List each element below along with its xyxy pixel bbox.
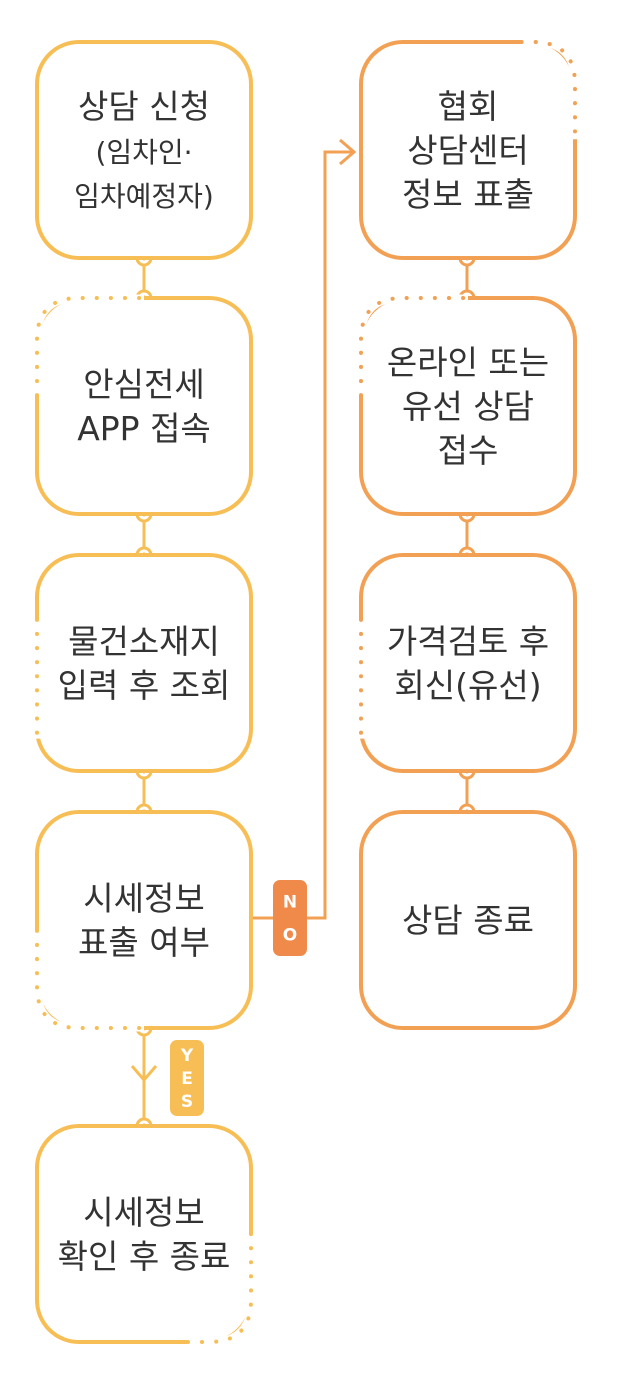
- right-step-3: 가격검토 후회신(유선): [357, 553, 577, 773]
- step-label-line: 물건소재지: [68, 622, 220, 661]
- step-label-line: 상담센터: [407, 131, 528, 170]
- step-label-line: 접수: [438, 431, 499, 470]
- no-connector: [251, 138, 357, 920]
- badge-letter: E: [181, 1069, 193, 1089]
- dotted-edge: [35, 928, 146, 1030]
- step-label-line: (임차인·: [95, 136, 192, 169]
- step-label-line: APP 접속: [77, 409, 211, 448]
- badge-letter: O: [283, 926, 297, 946]
- dotted-edge: [184, 1232, 253, 1344]
- dotted-edge: [519, 40, 577, 142]
- step-box: [35, 296, 253, 516]
- step-box: [359, 810, 577, 1030]
- dotted-edge: [359, 296, 470, 398]
- step-label-line: 시세정보: [83, 879, 204, 918]
- badge-letter: S: [181, 1092, 193, 1112]
- step-label-line: 온라인 또는: [387, 343, 549, 382]
- step-box: [359, 553, 577, 773]
- dotted-edge: [35, 296, 146, 398]
- step-label-line: 임차예정자): [74, 180, 214, 213]
- branch-badges: NO YES: [170, 880, 307, 1116]
- step-label-line: 상담 신청: [78, 87, 210, 126]
- step-box: [35, 553, 253, 773]
- step-label-line: 시세정보: [83, 1193, 204, 1232]
- yes-connector: [130, 1019, 158, 1135]
- yes-badge: YES: [170, 1040, 204, 1116]
- step-label-line: 가격검토 후: [387, 622, 549, 661]
- step-label-line: 입력 후 조회: [58, 666, 231, 705]
- step-label-line: 협회: [438, 87, 499, 126]
- badge-letter: Y: [180, 1046, 194, 1066]
- step-label-line: 유선 상담: [402, 387, 534, 426]
- step-label-line: 안심전세: [83, 365, 204, 404]
- left-step-1: 상담 신청 (임차인· 임차예정자): [35, 40, 253, 260]
- no-arrow-head: [339, 138, 357, 166]
- step-label-line: 정보 표출: [402, 175, 534, 214]
- yes-arrow-head: [130, 1065, 158, 1083]
- step-box: [35, 40, 253, 260]
- step-label-line: 상담 종료: [402, 901, 534, 940]
- step-box: [35, 810, 253, 1030]
- step-box: [35, 1124, 253, 1344]
- badge-letter: N: [283, 892, 297, 912]
- step-label-line: 표출 여부: [78, 923, 210, 962]
- left-step-2: 안심전세 APP 접속: [33, 294, 253, 516]
- step-label-line: 회신(유선): [394, 666, 541, 705]
- step-label-line: 확인 후 종료: [58, 1237, 231, 1276]
- step-box: [359, 40, 577, 260]
- no-badge: NO: [273, 880, 307, 956]
- right-step-4: 상담 종료: [359, 810, 577, 1030]
